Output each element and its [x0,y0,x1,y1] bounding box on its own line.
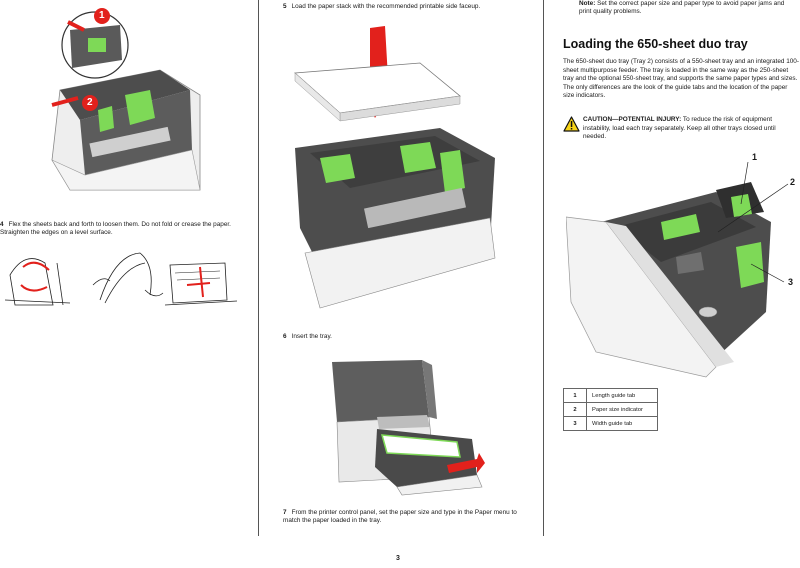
step-5-number: 5 [283,3,287,10]
load-paper-illustration [290,18,515,318]
figure-callout-1: 1 [752,152,758,162]
legend-number: 2 [563,402,587,417]
section-heading: Loading the 650-sheet duo tray [563,37,748,51]
warning-icon [563,116,580,132]
note-label: Note: [579,0,596,7]
note-text: Set the correct paper size and paper typ… [579,0,785,16]
caution-label: CAUTION—POTENTIAL INJURY: [583,116,682,123]
legend-row: 2 Paper size indicator [563,402,658,417]
tray-guide-illustration [40,0,210,205]
column-divider-right [543,0,544,536]
legend-row: 1 Length guide tab [563,388,658,403]
step-6-number: 6 [283,333,287,340]
section-paragraph: The 650-sheet duo tray (Tray 2) consists… [563,58,799,100]
callout-1: 1 [99,10,105,21]
step-4-text: Flex the sheets back and forth to loosen… [0,221,231,237]
figure-callout-3: 3 [788,277,794,287]
figure-callout-2: 2 [790,177,796,187]
note: Note: Set the correct paper size and pap… [579,0,797,17]
legend-label: Width guide tab [586,416,658,431]
caution-text: CAUTION—POTENTIAL INJURY: To reduce the … [583,116,799,142]
column-divider-left [258,0,259,536]
step-6-text: Insert the tray. [291,333,332,340]
step-7-text: From the printer control panel, set the … [283,509,517,525]
step-5-text: Load the paper stack with the recommende… [291,3,481,10]
legend-number: 1 [563,388,587,403]
legend-table: 1 Length guide tab 2 Paper size indicato… [563,388,658,431]
page-number: 3 [396,555,400,562]
caution-body: To reduce the risk of equipment instabil… [583,116,776,141]
step-7-number: 7 [283,509,287,516]
legend-label: Paper size indicator [586,402,658,417]
insert-tray-illustration [327,357,487,497]
legend-label: Length guide tab [586,388,658,403]
callout-2: 2 [87,97,93,108]
step-6: 6 Insert the tray. [283,333,538,341]
legend-row: 3 Width guide tab [563,416,658,431]
duo-tray-illustration [566,152,798,380]
step-5: 5 Load the paper stack with the recommend… [283,3,538,11]
legend-number: 3 [563,416,587,431]
flex-paper-illustration [5,245,240,310]
step-4-number: 4 [0,221,4,228]
